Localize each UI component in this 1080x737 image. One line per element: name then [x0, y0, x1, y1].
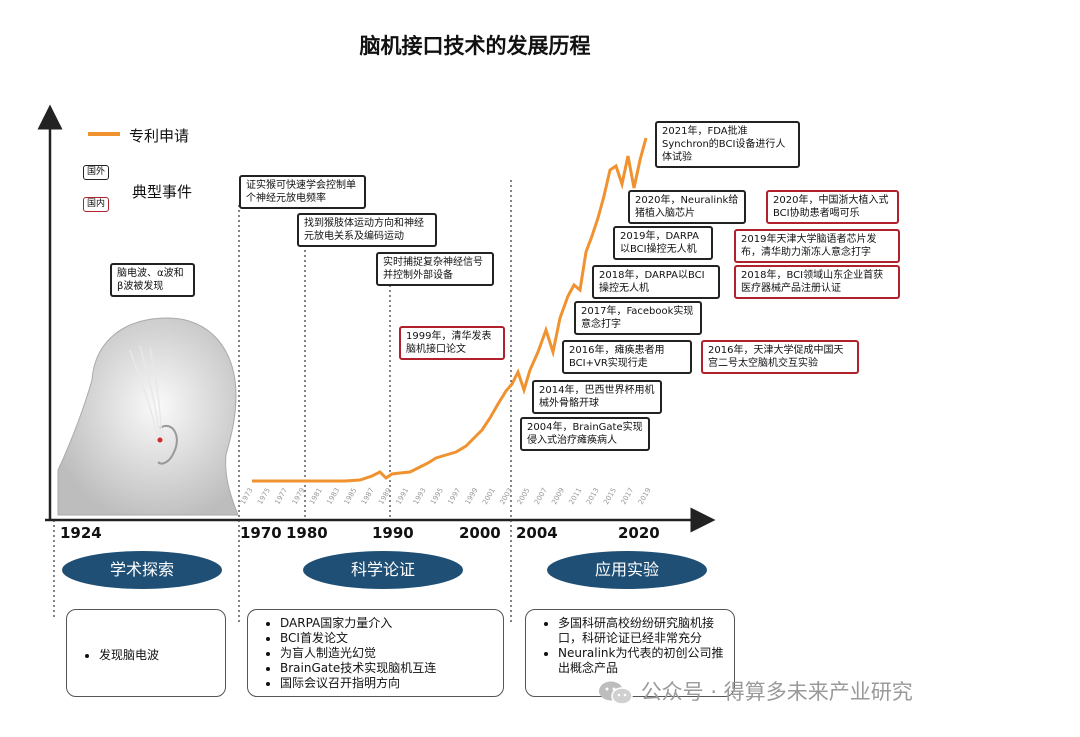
panel-scientific: DARPA国家力量介入 BCI首发论文 为盲人制造光幻觉 BrainGate技术… [247, 609, 504, 697]
small-year-tick: 2011 [568, 487, 584, 506]
small-year-tick: 2003 [498, 487, 514, 506]
small-year-tick: 1977 [273, 487, 289, 506]
small-year-tick: 1975 [256, 487, 272, 506]
small-year-tick: 1987 [360, 487, 376, 506]
small-year-tick: 1997 [446, 487, 462, 506]
panel-academic: 发现脑电波 [66, 609, 226, 697]
small-year-tick: 1991 [395, 487, 411, 506]
panel-item: 为盲人制造光幻觉 [280, 646, 497, 661]
small-year-tick: 2001 [481, 487, 497, 506]
small-year-tick: 1993 [412, 487, 428, 506]
panel-application: 多国科研高校纷纷研究脑机接口，科研论证已经非常充分 Neuralink为代表的初… [525, 609, 735, 697]
event-box-3: 实时捕捉复杂神经信号并控制外部设备 [376, 252, 494, 286]
panel-item: Neuralink为代表的初创公司推出概念产品 [558, 646, 728, 676]
watermark-text: 公众号 · 得算多未来产业研究 [640, 680, 913, 704]
small-year-tick: 1981 [308, 487, 324, 506]
legend-foreign-tag: 国外 [83, 165, 110, 180]
event-box-14: 2019年天津大学脑语者芯片发布，清华助力渐冻人意念打字 [734, 229, 900, 263]
year-label-2020: 2020 [618, 524, 660, 542]
year-label-1924: 1924 [60, 524, 102, 542]
panel-item: 多国科研高校纷纷研究脑机接口，科研论证已经非常充分 [558, 616, 728, 646]
small-year-tick: 2013 [585, 487, 601, 506]
year-label-2000: 2000 [459, 524, 501, 542]
legend-events-label: 典型事件 [132, 183, 193, 201]
event-box-10: 2019年，DARPA以BCI操控无人机 [613, 226, 713, 260]
small-year-tick: 2017 [619, 487, 635, 506]
event-box-16: 2016年，天津大学促成中国天宫二号太空脑机交互实验 [701, 340, 859, 374]
panel-item: BrainGate技术实现脑机互连 [280, 661, 497, 676]
phase-scientific-demonstration: 科学论证 [303, 551, 463, 589]
event-box-5: 2004年，BrainGate实现侵入式治疗瘫痪病人 [520, 417, 650, 451]
panel-item: BCI首发论文 [280, 631, 497, 646]
event-box-11: 2020年，Neuralink给猪植入脑芯片 [628, 190, 746, 224]
phase-application-experiment: 应用实验 [547, 551, 707, 589]
legend-domestic-tag: 国内 [83, 197, 110, 212]
event-box-9: 2018年，DARPA以BCI操控无人机 [592, 265, 720, 299]
small-year-tick: 2019 [637, 487, 653, 506]
small-year-tick: 2007 [533, 487, 549, 506]
small-year-tick: 2015 [602, 487, 618, 506]
small-year-tick: 1985 [343, 487, 359, 506]
event-box-1: 证实猴可快速学会控制单个神经元放电频率 [239, 175, 366, 209]
event-box-12: 2021年，FDA批准Synchron的BCI设备进行人体试验 [655, 121, 800, 168]
event-box-2: 找到猴肢体运动方向和神经元放电关系及编码运动 [297, 213, 437, 247]
event-box-4: 1999年，清华发表脑机接口论文 [399, 326, 505, 360]
small-year-tick: 1999 [464, 487, 480, 506]
year-label-1990: 1990 [372, 524, 414, 542]
patent-curve [252, 137, 648, 483]
event-box-7: 2016年，瘫痪患者用BCI+VR实现行走 [562, 340, 692, 374]
watermark: 公众号 · 得算多未来产业研究 [598, 676, 913, 706]
small-year-tick: 2009 [550, 487, 566, 506]
event-box-6: 2014年，巴西世界杯用机械外骨骼开球 [532, 380, 662, 414]
event-box-8: 2017年，Facebook实现意念打字 [574, 301, 702, 335]
phase-academic-exploration: 学术探索 [62, 551, 222, 589]
small-year-tick: 1973 [239, 487, 255, 506]
panel-item: DARPA国家力量介入 [280, 616, 497, 631]
small-year-tick: 2005 [516, 487, 532, 506]
small-year-tick: 1983 [325, 487, 341, 506]
page-title: 脑机接口技术的发展历程 [359, 34, 591, 58]
panel-item: 国际会议召开指明方向 [280, 676, 497, 691]
event-box-1924: 脑电波、α波和β波被发现 [110, 263, 195, 297]
wechat-icon [598, 680, 634, 706]
legend-patent-label: 专利申请 [129, 127, 190, 145]
small-year-tick: 1989 [377, 487, 393, 506]
event-box-13: 2020年，中国浙大植入式BCI协助患者喝可乐 [766, 190, 899, 224]
year-label-1970: 1970 [240, 524, 282, 542]
dotted-separators [53, 180, 512, 625]
event-box-15: 2018年，BCI领域山东企业首获医疗器械产品注册认证 [734, 265, 900, 299]
small-year-tick: 1995 [429, 487, 445, 506]
small-year-tick: 1979 [291, 487, 307, 506]
year-label-2004: 2004 [516, 524, 558, 542]
panel-item: 发现脑电波 [99, 648, 219, 663]
head-illustration-icon [57, 317, 239, 516]
year-label-1980: 1980 [286, 524, 328, 542]
